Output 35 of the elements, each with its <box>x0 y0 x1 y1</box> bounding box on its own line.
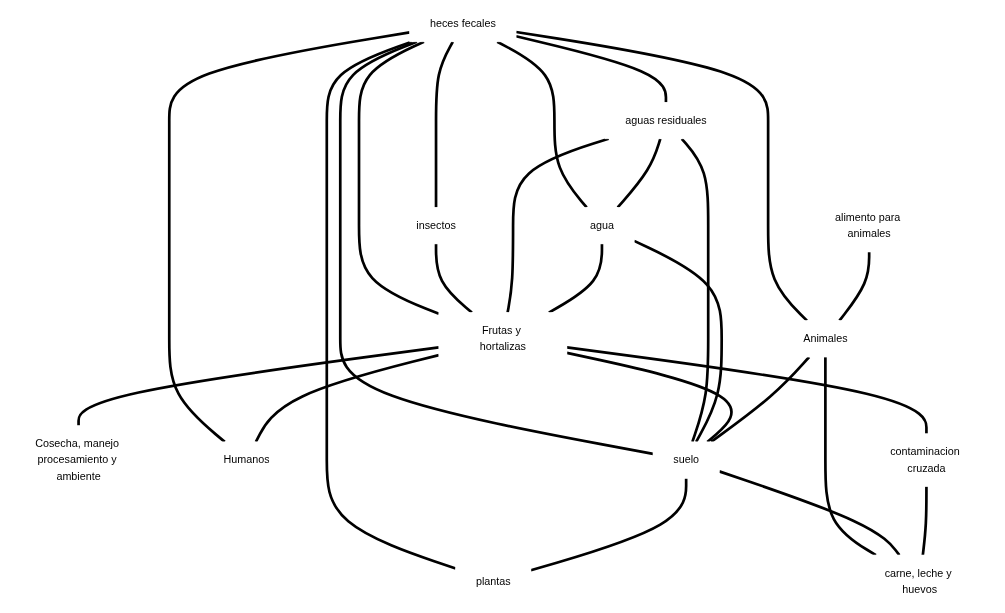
connector <box>921 486 928 556</box>
connector <box>434 243 473 314</box>
node-text: aguas residuales <box>625 114 707 126</box>
node-text: Humanos <box>223 454 270 466</box>
connector <box>838 251 871 322</box>
connector <box>434 41 454 208</box>
connector <box>566 346 928 434</box>
connector <box>633 239 724 443</box>
node-text: Animales <box>803 332 848 345</box>
connector <box>515 34 668 103</box>
connector <box>515 30 808 322</box>
connector <box>338 40 654 456</box>
connector <box>496 40 588 209</box>
connector <box>530 478 688 572</box>
connector <box>710 356 811 443</box>
connector <box>167 31 410 443</box>
node-text: Frutas y hortalizas <box>479 324 526 353</box>
node-text: agua <box>589 219 614 232</box>
node-text: Cosecha, manejo procesamiento y ambiente <box>35 437 120 482</box>
connector <box>254 353 440 443</box>
connector <box>357 40 440 315</box>
node-text: carne, leche y huevos <box>884 567 952 595</box>
connector <box>824 357 877 557</box>
node-text: alimento para animales <box>835 211 901 240</box>
node-text: contaminacion cruzada <box>890 445 960 474</box>
connector <box>566 351 733 443</box>
connector <box>77 346 440 426</box>
connector <box>616 138 662 209</box>
connector <box>718 470 901 556</box>
connector <box>506 137 609 313</box>
connector <box>680 137 710 443</box>
connector <box>548 243 604 314</box>
node-text: insectos <box>416 219 456 232</box>
connector <box>325 40 457 570</box>
node-text: plantas <box>475 575 511 587</box>
